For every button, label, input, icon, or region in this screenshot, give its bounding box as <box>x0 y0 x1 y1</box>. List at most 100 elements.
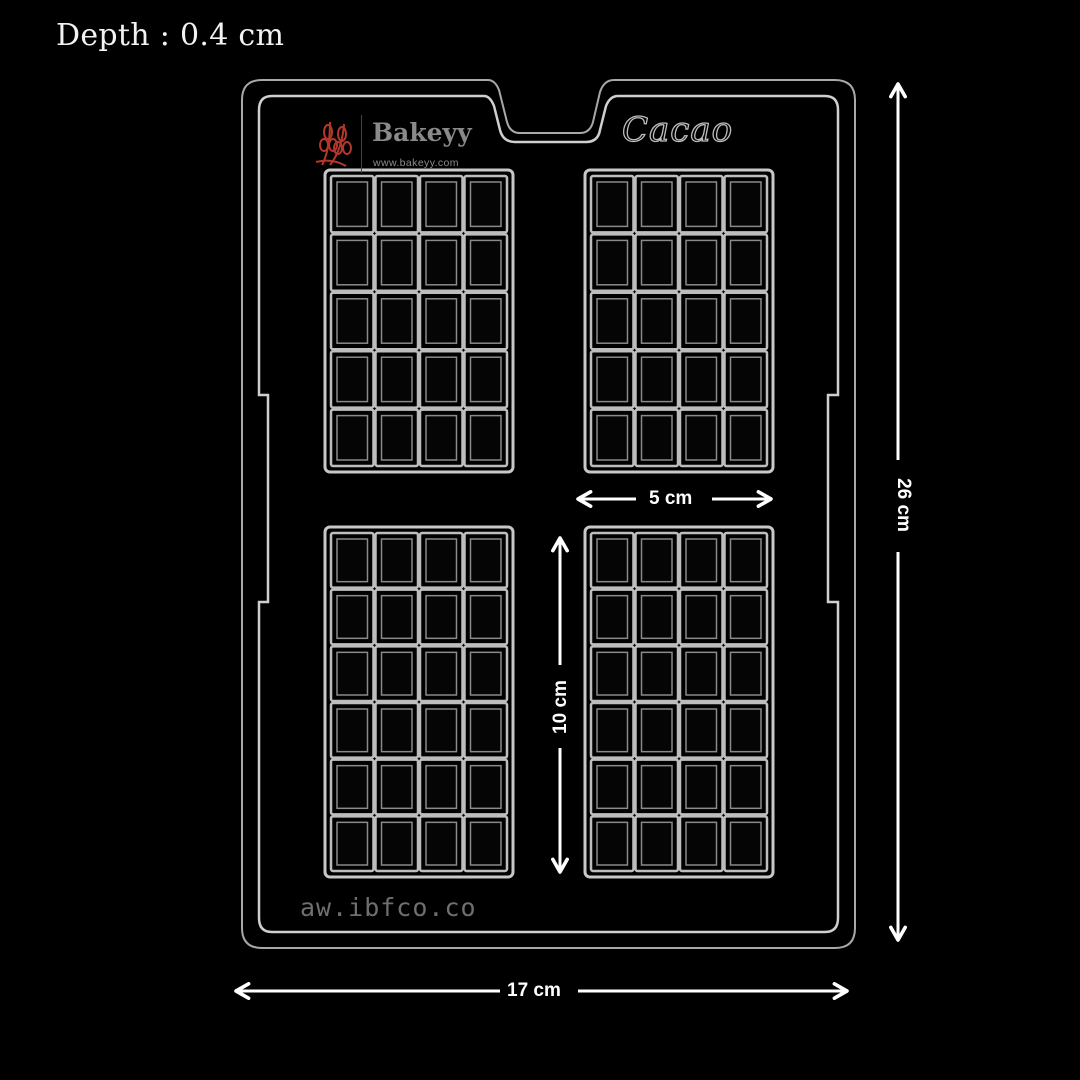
mold-cavity <box>374 588 420 646</box>
height-label: 26 cm <box>891 474 914 536</box>
mold-cavity <box>634 233 680 293</box>
mold-cavity <box>418 531 464 589</box>
mold-cavity <box>329 701 375 759</box>
mold-cavity <box>374 233 420 293</box>
mold-cavity <box>589 233 635 293</box>
mold-cavity <box>418 233 464 293</box>
mold-cavity <box>678 233 724 293</box>
mold-cavity <box>634 291 680 351</box>
mold-cavity <box>678 531 724 589</box>
mold-cavity <box>329 588 375 646</box>
mold-cavity <box>589 291 635 351</box>
mold-cavity <box>634 815 680 873</box>
mold-cavity <box>678 701 724 759</box>
mold-cavity <box>329 531 375 589</box>
mold-cavity <box>634 701 680 759</box>
mold-cavity <box>374 645 420 703</box>
mold-cavity <box>634 758 680 816</box>
mold-cavity <box>463 174 509 234</box>
mold-cavity <box>678 408 724 468</box>
mold-cavity <box>589 588 635 646</box>
mold-cavity <box>463 531 509 589</box>
mold-cavity <box>678 291 724 351</box>
mold-cavity <box>418 815 464 873</box>
mold-cavity <box>589 815 635 873</box>
mold-block-top-left <box>323 168 515 474</box>
mold-cavity <box>329 174 375 234</box>
mold-cavity <box>589 531 635 589</box>
mold-cavity <box>634 531 680 589</box>
wheat-icon <box>315 121 352 167</box>
mold-cavity <box>329 645 375 703</box>
mold-cavity <box>418 408 464 468</box>
mold-cavity <box>678 758 724 816</box>
mold-block-bottom-left <box>323 525 515 879</box>
mold-cavity <box>589 758 635 816</box>
mold-cavity <box>589 645 635 703</box>
mold-cavity <box>329 408 375 468</box>
mold-cavity <box>723 588 769 646</box>
mold-cavity <box>723 291 769 351</box>
mold-cavity <box>463 758 509 816</box>
mold-cavity <box>723 645 769 703</box>
mold-cavity <box>463 815 509 873</box>
depth-label: Depth : 0.4 cm <box>56 18 285 53</box>
mold-cavity <box>634 408 680 468</box>
mold-cavity <box>589 174 635 234</box>
mold-cavity <box>723 701 769 759</box>
mold-cavity <box>418 349 464 409</box>
mold-cavity <box>374 174 420 234</box>
mold-cavity <box>678 815 724 873</box>
mold-cavity <box>374 291 420 351</box>
mold-cavity <box>374 349 420 409</box>
mold-cavity <box>374 531 420 589</box>
mold-block-top-right <box>583 168 775 474</box>
mold-cavity <box>374 815 420 873</box>
mold-cavity <box>723 758 769 816</box>
mold-cavity <box>678 645 724 703</box>
brand-name: Bakeyy <box>372 118 472 147</box>
embossed-bottom-text: aw.ibfco.co <box>300 893 477 922</box>
mold-cavity <box>589 701 635 759</box>
mold-cavity <box>463 233 509 293</box>
mold-cavity <box>723 815 769 873</box>
mold-cavity <box>329 233 375 293</box>
mold-cavity <box>723 233 769 293</box>
mold-cavity <box>723 174 769 234</box>
mold-cavity <box>678 588 724 646</box>
mold-cavity <box>723 408 769 468</box>
bar-width-label: 5 cm <box>645 488 697 510</box>
mold-cavity <box>723 349 769 409</box>
mold-cavity <box>589 408 635 468</box>
mold-cavity <box>678 349 724 409</box>
mold-cavity <box>463 349 509 409</box>
mold-cavity <box>418 645 464 703</box>
mold-cavity <box>374 408 420 468</box>
mold-cavity <box>634 349 680 409</box>
mold-cavity <box>463 701 509 759</box>
brand-divider <box>361 115 362 173</box>
mold-cavity <box>329 758 375 816</box>
bar-height-label: 10 cm <box>549 676 572 738</box>
mold-cavity <box>418 701 464 759</box>
tray-outline <box>241 79 856 949</box>
mold-cavity <box>634 645 680 703</box>
mold-cavity <box>463 588 509 646</box>
mold-cavity <box>723 531 769 589</box>
mold-cavity <box>418 174 464 234</box>
mold-cavity <box>374 758 420 816</box>
brand-url: www.bakeyy.com <box>373 157 459 169</box>
mold-cavity <box>463 408 509 468</box>
mold-cavity <box>329 291 375 351</box>
mold-cavity <box>589 349 635 409</box>
mold-cavity <box>329 815 375 873</box>
mold-cavity <box>418 758 464 816</box>
mold-cavity <box>463 291 509 351</box>
embossed-logo: Cacao <box>621 109 734 150</box>
mold-cavity <box>418 588 464 646</box>
mold-cavity <box>374 701 420 759</box>
mold-cavity <box>418 291 464 351</box>
mold-cavity <box>329 349 375 409</box>
mold-cavity <box>634 174 680 234</box>
